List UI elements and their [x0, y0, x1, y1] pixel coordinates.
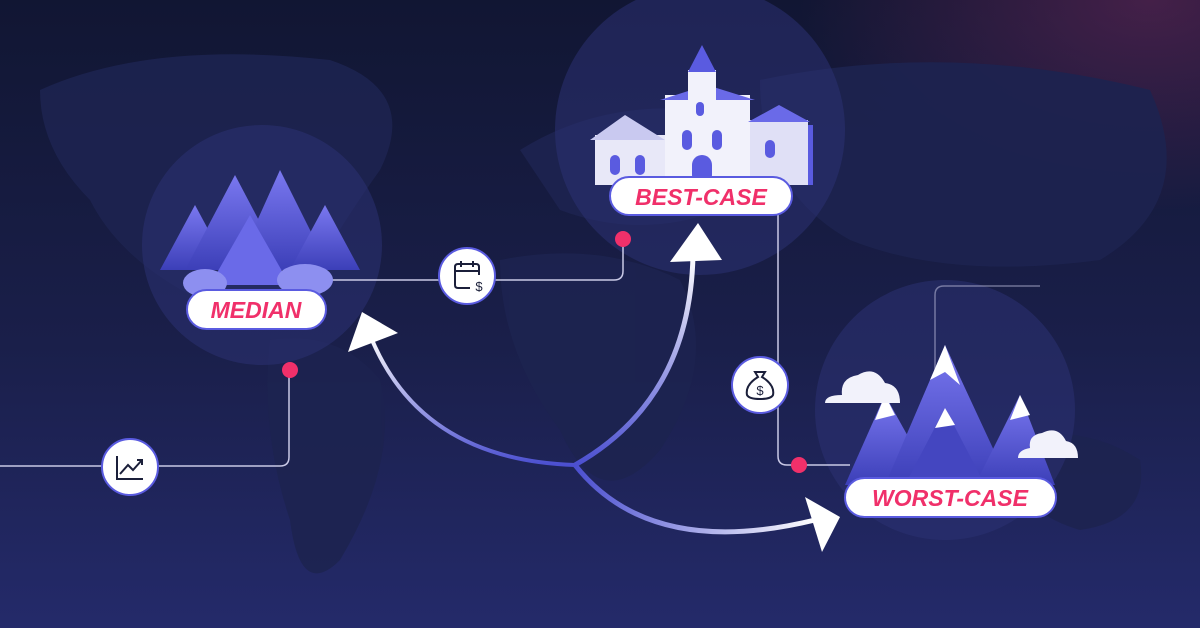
median-label[interactable]: MEDIAN [186, 289, 327, 330]
calendar-dollar-icon[interactable]: $ [438, 247, 496, 305]
best-case-label-text: BEST-CASE [635, 184, 767, 210]
mountains-illustration [825, 345, 1078, 485]
worst-case-label[interactable]: WORST-CASE [844, 477, 1057, 518]
median-marker-dot [282, 362, 298, 378]
connector-lines [0, 215, 1040, 467]
money-bag-icon[interactable]: $ [731, 356, 789, 414]
svg-text:$: $ [475, 279, 483, 294]
worst-case-label-text: WORST-CASE [872, 485, 1029, 511]
castle-illustration [590, 45, 813, 185]
scenario-arrows [348, 223, 840, 552]
median-label-text: MEDIAN [211, 297, 302, 323]
best-case-marker-dot [615, 231, 631, 247]
forest-illustration [160, 170, 360, 297]
worst-case-marker-dot [791, 457, 807, 473]
arrow-head-best [670, 223, 722, 262]
arrow-head-worst [805, 497, 840, 552]
svg-text:$: $ [756, 383, 764, 398]
arrow-head-median [348, 312, 398, 352]
cloud-icon [1018, 430, 1078, 458]
best-case-label[interactable]: BEST-CASE [609, 176, 793, 216]
cloud-icon [825, 371, 900, 403]
trend-chart-icon[interactable] [101, 438, 159, 496]
